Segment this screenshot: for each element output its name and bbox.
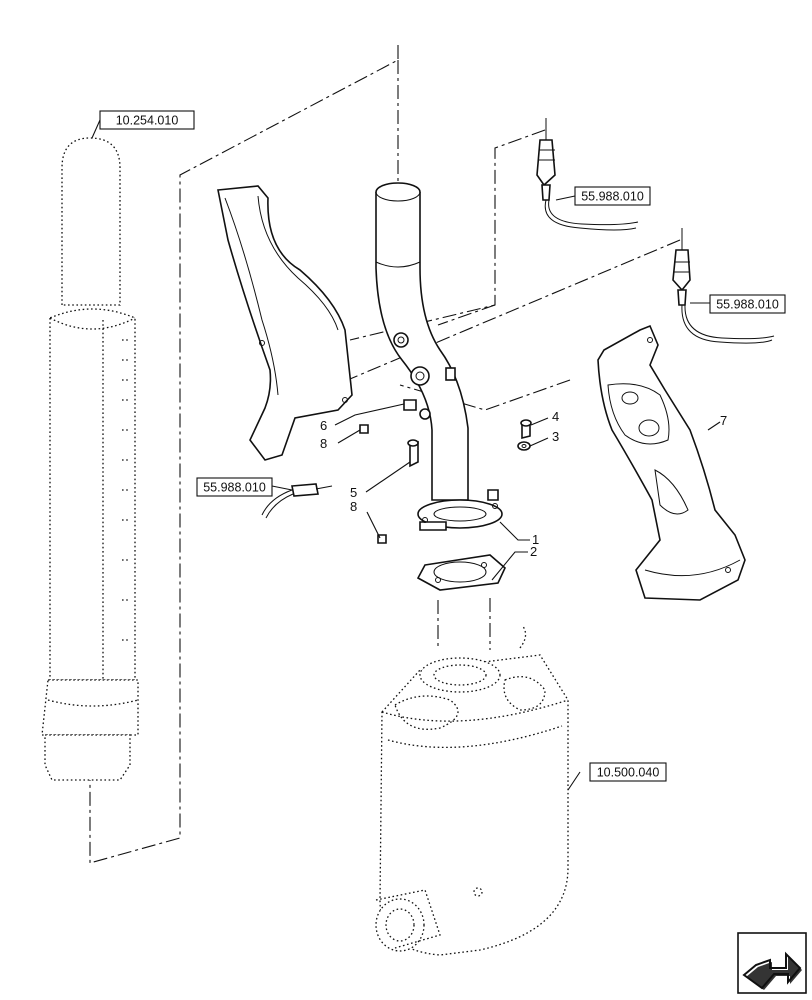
callout-5: 5 bbox=[350, 485, 357, 500]
callout-8-lower: 8 bbox=[350, 499, 357, 514]
ref-muffler-label: 10.500.040 bbox=[597, 766, 660, 780]
callout-6: 6 bbox=[320, 418, 327, 433]
ref-box-breather[interactable]: 10.254.010 bbox=[99, 110, 195, 130]
ref-box-sensor-top[interactable]: 55.988.010 bbox=[555, 186, 651, 206]
ref-box-sensor-right[interactable]: 55.988.010 bbox=[690, 294, 786, 314]
heat-shield-right bbox=[597, 324, 746, 601]
callout-3: 3 bbox=[552, 429, 559, 444]
ref-sensor-top-label: 55.988.010 bbox=[581, 190, 644, 204]
callout-7: 7 bbox=[720, 413, 727, 428]
ref-breather-label: 10.254.010 bbox=[116, 114, 179, 128]
ref-box-muffler[interactable]: 10.500.040 bbox=[567, 762, 667, 791]
callout-8-upper: 8 bbox=[320, 436, 327, 451]
callout-1: 1 bbox=[532, 532, 539, 547]
ref-sensor-left-label: 55.988.010 bbox=[203, 481, 266, 495]
exhaust-pipe bbox=[375, 182, 503, 531]
next-page-arrow-icon[interactable] bbox=[737, 932, 807, 994]
sensor-top bbox=[536, 118, 639, 231]
sensor-right bbox=[672, 228, 775, 344]
ref-sensor-right-label: 55.988.010 bbox=[716, 298, 779, 312]
callout-2: 2 bbox=[530, 544, 537, 559]
gasket bbox=[416, 554, 506, 591]
heat-shield-upper bbox=[217, 185, 353, 461]
breather-assembly bbox=[41, 119, 139, 781]
hardware bbox=[359, 399, 532, 544]
muffler bbox=[375, 624, 569, 956]
callout-4: 4 bbox=[552, 409, 559, 424]
sensor-left bbox=[261, 483, 333, 519]
ref-box-sensor-left[interactable]: 55.988.010 bbox=[196, 477, 293, 497]
callouts: 1 2 3 4 5 6 7 8 8 bbox=[320, 403, 727, 581]
